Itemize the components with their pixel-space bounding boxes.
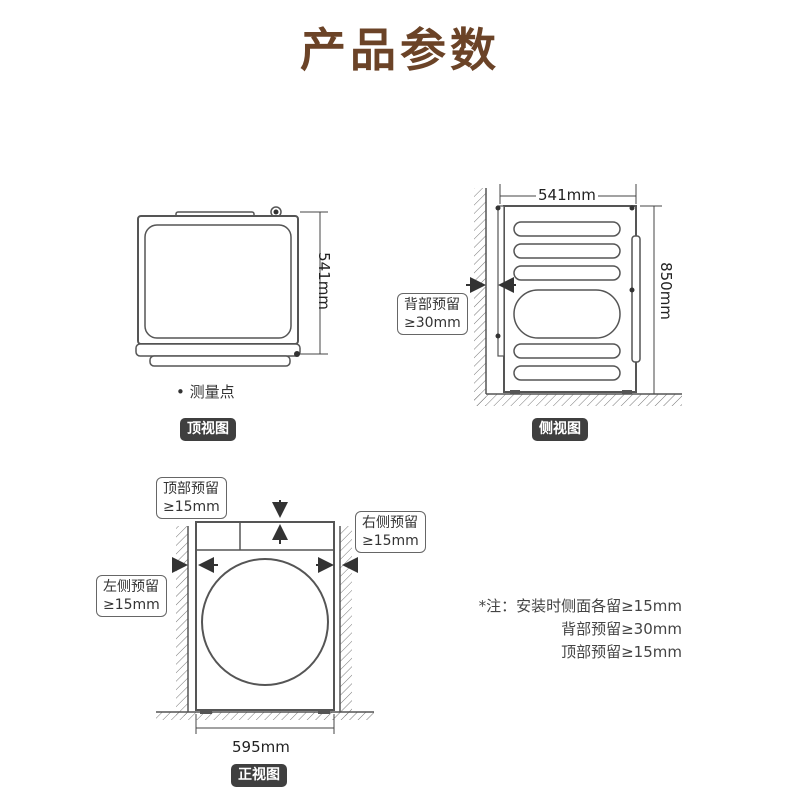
left-gap-callout: 左侧预留 ≥15mm	[96, 575, 167, 617]
top-gap-title: 顶部预留	[163, 481, 219, 497]
measure-point-legend: • 测量点	[176, 383, 235, 401]
back-gap-value: ≥30mm	[404, 315, 461, 331]
back-gap-title: 背部预留	[404, 297, 460, 313]
page-title: 产品参数	[300, 23, 500, 77]
top-gap-value: ≥15mm	[163, 499, 220, 515]
side-view-height: 850mm	[657, 262, 675, 320]
left-gap-value: ≥15mm	[103, 597, 160, 613]
front-view-width: 595mm	[232, 738, 290, 756]
top-gap-callout: 顶部预留 ≥15mm	[156, 477, 227, 519]
top-view-drawing	[135, 206, 328, 367]
top-view-label: 顶视图	[180, 418, 236, 441]
side-view-drawing	[466, 184, 682, 406]
right-gap-title: 右侧预留	[362, 515, 418, 531]
front-view-drawing	[156, 500, 374, 734]
note-line-1: *注：安装时侧面各留≥15mm	[478, 597, 682, 615]
side-view-width: 541mm	[536, 186, 598, 204]
note-line-2: 背部预留≥30mm	[561, 620, 682, 638]
back-gap-callout: 背部预留 ≥30mm	[397, 293, 468, 335]
right-gap-callout: 右侧预留 ≥15mm	[355, 511, 426, 553]
right-gap-value: ≥15mm	[362, 533, 419, 549]
left-gap-title: 左侧预留	[103, 579, 159, 595]
note-line-3: 顶部预留≥15mm	[561, 643, 682, 661]
front-view-label: 正视图	[231, 764, 287, 787]
top-view-dimension: 541mm	[315, 252, 333, 310]
side-view-label: 侧视图	[532, 418, 588, 441]
